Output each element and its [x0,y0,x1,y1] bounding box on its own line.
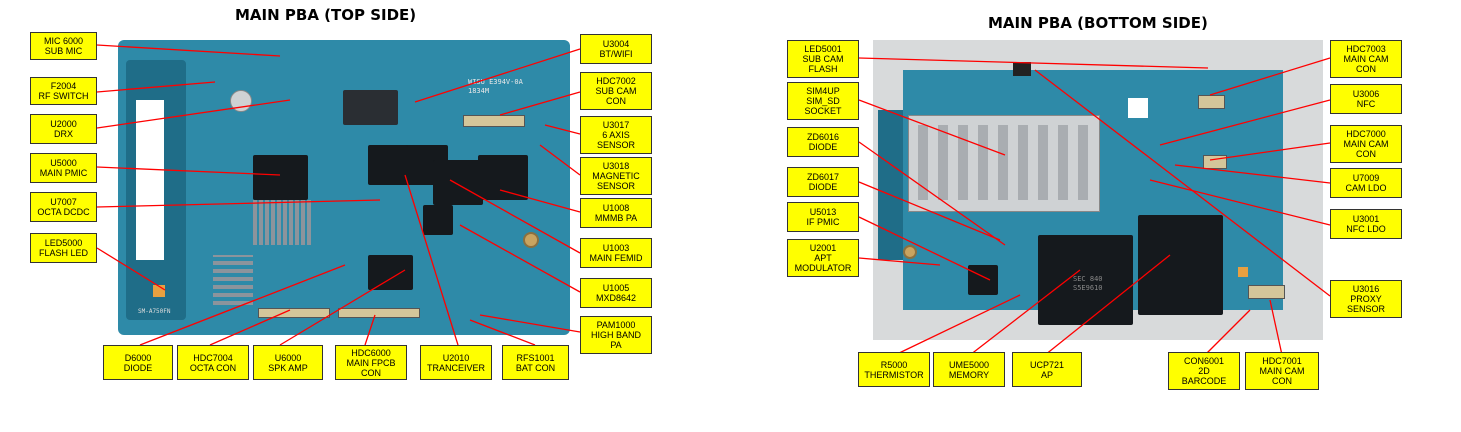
label-u3018: U3018 MAGNETIC SENSOR [580,157,652,195]
label-u5013: U5013 IF PMIC [787,202,859,232]
label-u5000: U5000 MAIN PMIC [30,153,97,183]
label-r5000: R5000 THERMISTOR [858,352,930,387]
top-side-title: MAIN PBA (TOP SIDE) [235,6,417,24]
label-u1003: U1003 MAIN FEMID [580,238,652,268]
label-u7009: U7009 CAM LDO [1330,168,1402,198]
label-con6001: CON6001 2D BARCODE [1168,352,1240,390]
label-u1008: U1008 MMMB PA [580,198,652,228]
label-u2010: U2010 TRANCEIVER [420,345,492,380]
label-u3001: U3001 NFC LDO [1330,209,1402,239]
label-led5001: LED5001 SUB CAM FLASH [787,40,859,78]
label-u2001: U2001 APT MODULATOR [787,239,859,277]
label-hdc7004: HDC7004 OCTA CON [177,345,249,380]
ap-chip [1138,215,1223,315]
label-hdc7000: HDC7000 MAIN CAM CON [1330,125,1402,163]
label-led5000: LED5000 FLASH LED [30,233,97,263]
label-u3017: U3017 6 AXIS SENSOR [580,116,652,154]
ap-marking: SEC 840 S5E9610 [1073,275,1103,292]
label-mic6000: MIC 6000 SUB MIC [30,32,97,60]
label-u3006: U3006 NFC [1330,84,1402,114]
label-f2004: F2004 RF SWITCH [30,77,97,105]
label-d6000: D6000 DIODE [103,345,173,380]
label-u2000: U2000 DRX [30,114,97,144]
label-u1005: U1005 MXD8642 [580,278,652,308]
label-u6000: U6000 SPK AMP [253,345,323,380]
memory-chip [1038,235,1133,325]
label-sim4up: SIM4UP SIM_SD SOCKET [787,82,859,120]
top-side-board: WISU E394V-0A 1834M SM-A750FN [118,40,570,335]
label-rfs1001: RFS1001 BAT CON [502,345,569,380]
label-ume5000: UME5000 MEMORY [933,352,1005,387]
label-u3004: U3004 BT/WIFI [580,34,652,64]
label-hdc7002: HDC7002 SUB CAM CON [580,72,652,110]
label-u7007: U7007 OCTA DCDC [30,192,97,222]
label-hdc6000: HDC6000 MAIN FPCB CON [335,345,407,380]
label-zd6016: ZD6016 DIODE [787,127,859,157]
bottom-side-board: SEC 840 S5E9610 [873,40,1323,340]
label-hdc7003: HDC7003 MAIN CAM CON [1330,40,1402,78]
model-marking: SM-A750FN [138,308,171,315]
label-u3016: U3016 PROXY SENSOR [1330,280,1402,318]
label-pam1000: PAM1000 HIGH BAND PA [580,316,652,354]
label-ucp721: UCP721 AP [1012,352,1082,387]
label-zd6017: ZD6017 DIODE [787,167,859,197]
bottom-side-title: MAIN PBA (BOTTOM SIDE) [988,14,1208,32]
label-hdc7001: HDC7001 MAIN CAM CON [1245,352,1319,390]
